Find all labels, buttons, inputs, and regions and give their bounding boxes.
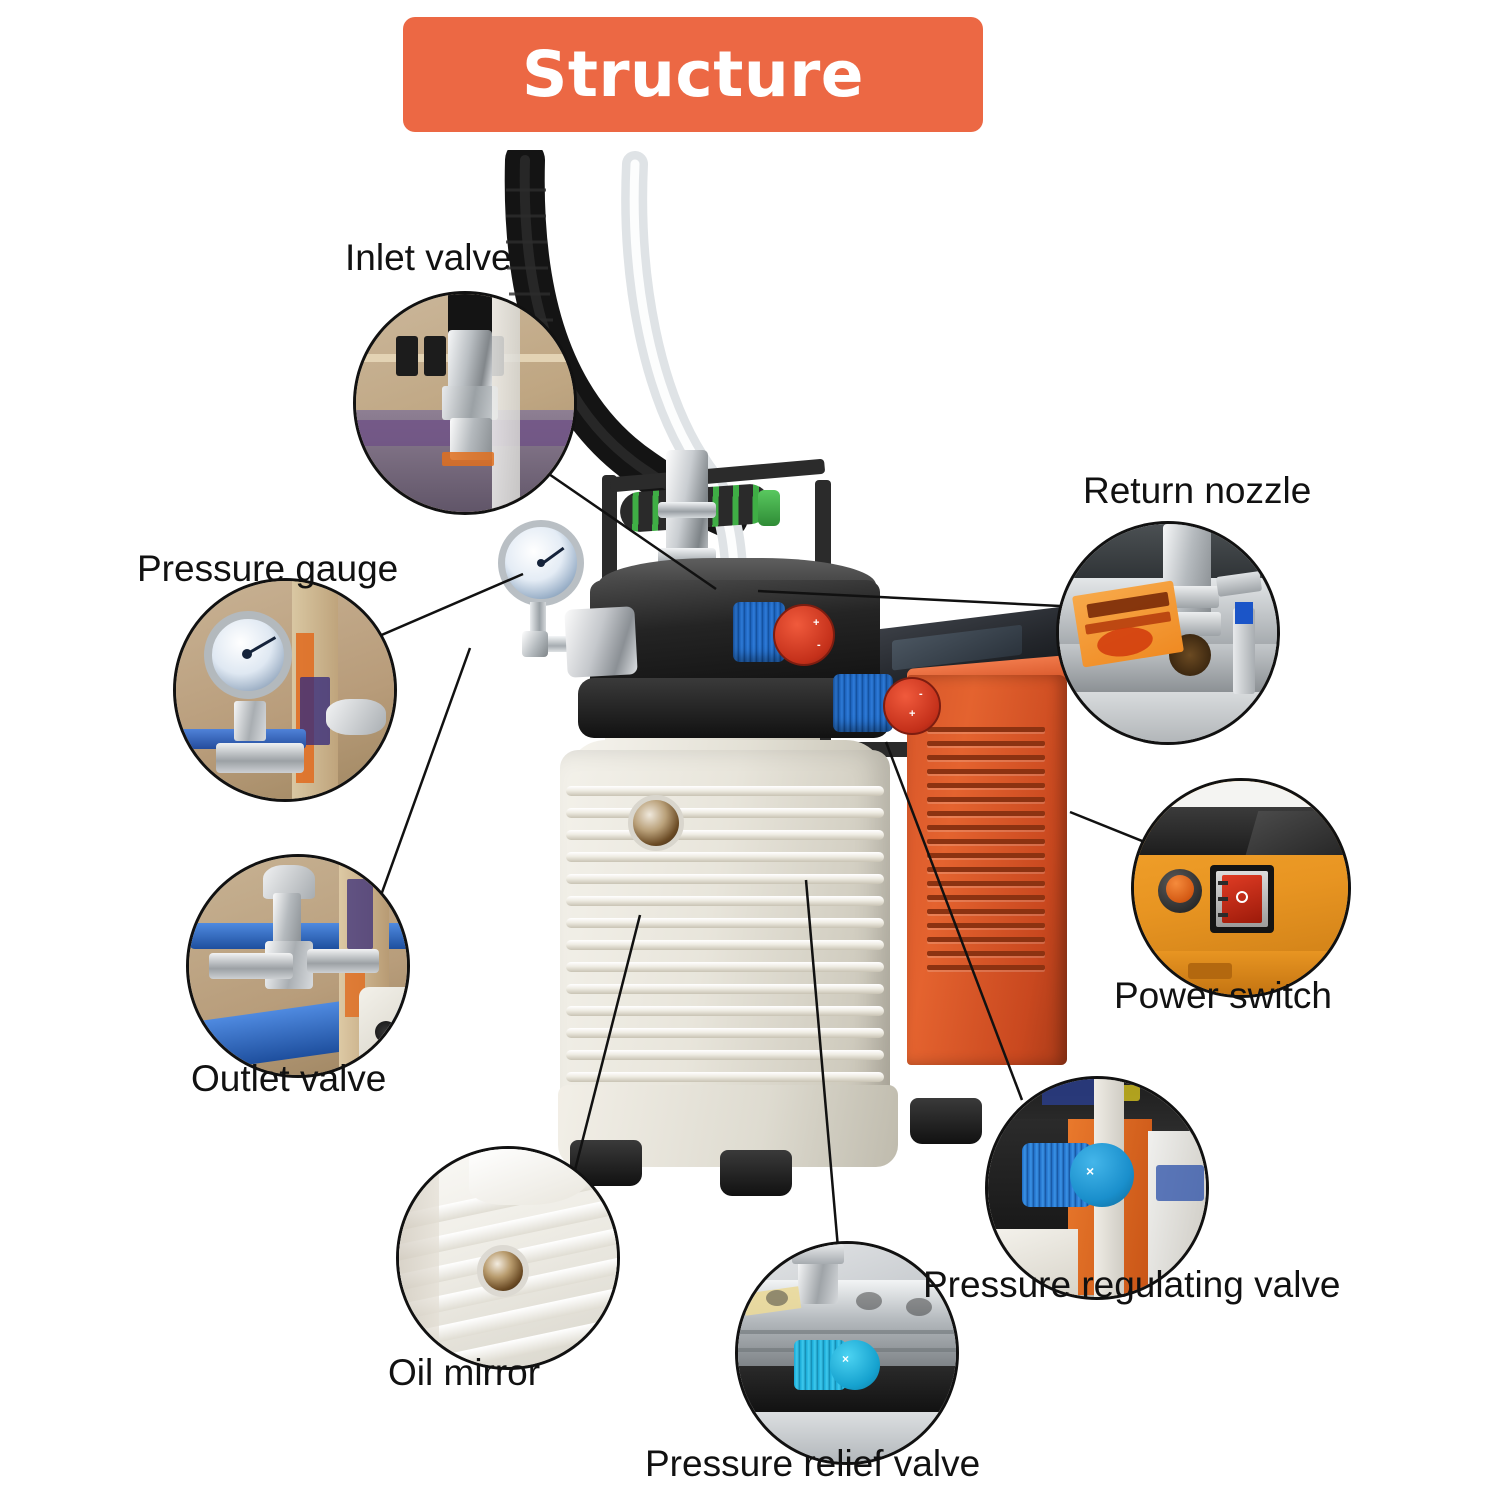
pressure-relief-knob[interactable]: + - [733,602,837,666]
callout-circle-return-nozzle [1056,521,1280,745]
callout-circle-pressure-regulating-valve: × [985,1076,1209,1300]
callout-circle-pressure-relief-valve: × [735,1241,959,1465]
handle-grip-end-cap [758,490,780,526]
page-title: Structure [521,38,865,111]
oil-sight-glass [628,795,684,851]
label-power-switch: Power switch [1114,975,1332,1016]
callout-circle-inlet-valve [353,291,577,515]
label-pressure-relief-valve: Pressure relief valve [645,1443,981,1484]
valve-head-chrome-nut [564,606,638,678]
callout-circle-power-switch [1131,778,1351,998]
page-title-banner: Structure [403,17,983,132]
label-inlet-valve: Inlet valve [345,237,512,278]
motor-vent-grille [927,727,1047,977]
label-return-nozzle: Return nozzle [1083,470,1312,511]
pressure-regulating-knob[interactable]: - + [833,674,943,735]
gauge-hub [537,559,545,567]
callout-circle-oil-mirror [396,1146,620,1370]
inlet-chrome-band-upper [658,502,716,518]
label-outlet-valve: Outlet valve [191,1058,387,1099]
label-pressure-regulating-valve: Pressure regulating valve [923,1264,1341,1305]
label-pressure-gauge: Pressure gauge [137,548,399,589]
pressure-gauge-part [498,520,584,606]
clear-hose [621,151,748,613]
foot-front [720,1150,792,1196]
label-oil-mirror: Oil mirror [388,1352,541,1393]
callout-circle-outlet-valve [186,854,410,1078]
foot-right [910,1098,982,1144]
callout-circle-pressure-gauge [173,578,397,802]
pipe-joint-left [522,631,548,657]
